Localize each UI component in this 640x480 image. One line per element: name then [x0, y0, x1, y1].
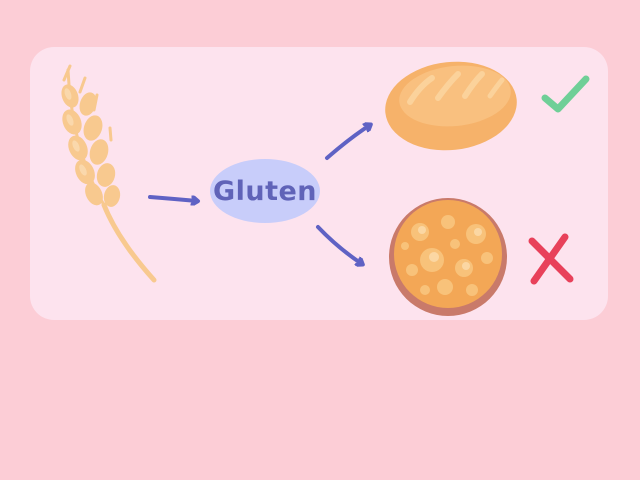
- arrow-gluten-to-flatbread: [316, 225, 362, 264]
- arrow-gluten-to-bread: [325, 125, 370, 160]
- bread-loaf-icon: [385, 61, 517, 151]
- wheat-icon: [61, 64, 157, 283]
- cross-icon: [528, 233, 574, 285]
- gluten-node: Gluten: [210, 159, 320, 223]
- gluten-label: Gluten: [213, 176, 317, 207]
- checkmark-icon: [541, 75, 590, 113]
- flatbread-icon: [389, 198, 507, 316]
- arrow-wheat-to-gluten: [148, 195, 197, 201]
